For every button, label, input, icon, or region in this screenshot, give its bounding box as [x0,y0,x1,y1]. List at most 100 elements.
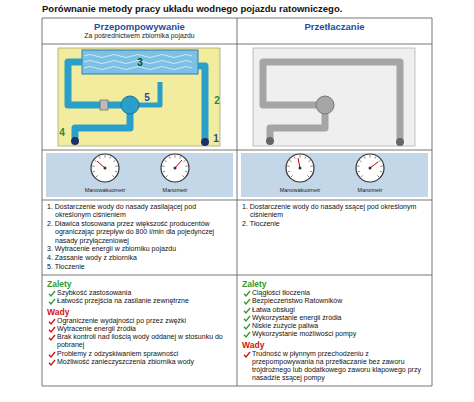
gauge-label: Manometr [358,187,383,193]
column-title: Przepompowywanie [47,21,232,32]
table-rule [432,18,433,386]
callout-number: 3 [137,57,143,68]
gauge-tick [380,165,382,166]
step-item: 3. Wytracenie energii w zbiorniku pojazd… [47,245,232,253]
gauge-tick [310,171,312,173]
supply-pipe [263,62,400,140]
callout-number: 1 [213,133,219,144]
gauge-tick [310,165,312,166]
table-rule [42,18,43,386]
pros-item: Łatwość przejścia na zasilanie zewnętrzn… [47,297,232,305]
gauge-tick [380,171,382,173]
cons-item: Trudność w płynnym przechodzeniu z przep… [242,350,427,383]
gauge-tick [287,165,289,166]
check-mark [243,351,251,358]
pros-heading: Zalety [242,279,427,289]
step-item: 5. Tłoczenie [47,263,232,271]
delivery-pipe [270,114,325,138]
step-item: 2. Dławica stosowana przez większość pro… [47,220,232,245]
supply-pipe [198,66,205,140]
pros-item: Ciągłości tłoczenia [242,289,427,297]
gauge-tick [375,156,376,158]
step-item: 2. Tłoczenie [242,220,427,228]
gauge-tick [377,175,379,177]
gauge-tick [300,155,301,158]
gauge-tick [166,175,168,177]
cons-item: Możliwość zanieczyszczenia zbiornika wod… [47,358,232,366]
gauge-tick [180,156,181,158]
suction-pipe [68,62,121,105]
pros-cons-cell: ZaletyCiągłości tłoczeniaBezpieczeństwo … [237,275,432,386]
pros-item: Wykorzystanie możliwości pompy [242,330,427,338]
inlet-coupling [201,138,209,146]
pros-item: Niskie zużycie paliwa [242,322,427,330]
gauge-tick [291,175,293,177]
callout-number: 2 [214,95,220,106]
gauge-tick [185,165,187,166]
pump [316,96,334,114]
inlet-coupling [396,138,404,146]
gauge-label: Manowakuometr [280,187,321,193]
gauge-tick [361,175,363,177]
check-mark [243,307,251,314]
gauge-tick [105,155,106,158]
check-mark [48,334,56,341]
check-mark [48,326,56,333]
table-rule [237,18,238,386]
gauge-panel [46,153,233,197]
left-illustration [58,48,220,146]
gauge-tick [164,160,166,161]
gauge-tick [163,171,165,173]
gauge-label: Manowakuometr [85,187,126,193]
gauge [161,154,189,182]
steps-cell: 1. Dostarczenie wody do nasady ssącej po… [237,200,432,275]
gauge-tick [175,155,176,158]
column-header: PrzepompowywanieZa pośrednictwem zbiorni… [42,18,237,44]
gauge-tick [162,165,164,166]
gauge-tick [357,165,359,166]
gauge-tick [307,175,309,177]
pros-item: Łatwa obsługi [242,306,427,314]
cons-heading: Wady [242,340,427,350]
valve [100,100,108,110]
background-panel [58,48,220,146]
pros-heading: Zalety [47,279,232,289]
gauge-tick [110,156,111,158]
check-mark [48,298,56,305]
step-item: 4. Zassanie wody z zbiornika [47,254,232,262]
step-item: 1. Dostarczenie wody do nasady zasilając… [47,203,232,220]
check-mark [48,290,56,297]
delivery-pipe [75,114,130,138]
steps-cell: 1. Dostarczenie wody do nasady zasilając… [42,200,237,275]
water-waves [84,55,192,70]
pros-cons-cell: ZaletySzybkość zastosowaniaŁatwość przej… [42,275,237,386]
outlet-coupling [71,137,79,145]
gauge-tick [113,160,115,161]
gauge-tick [94,160,96,161]
pros-item: Wykorzystanie energii źródła [242,314,427,322]
check-mark [48,318,56,325]
check-mark [243,323,251,330]
gauge-tick [115,171,117,173]
check-mark [243,331,251,338]
column-title: Przetłaczanie [242,21,427,32]
gauge-tick [359,160,361,161]
gauge-tick [182,175,184,177]
return-pipe [139,82,160,105]
vehicle-tank [82,50,198,74]
gauge-tick [115,165,117,166]
gauge-tick [112,175,114,177]
cons-item: Brak kontroli nad ilością wody oddanej w… [47,333,232,350]
gauge-tick [96,175,98,177]
check-mark [243,290,251,297]
gauge-tick [288,171,290,173]
gauge-tick [183,160,185,161]
column-subtitle: Za pośrednictwem zbiornika pojazdu [47,32,232,40]
cons-item: Problemy z odzyskiwaniem sprawności [47,350,232,358]
step-item: 1. Dostarczenie wody do nasady ssącej po… [242,203,427,220]
gauge-tick [294,156,295,158]
gauge-tick [169,156,170,158]
gauge [286,154,314,182]
column-header: Przetłaczanie [237,18,432,44]
gauge-tick [99,156,100,158]
